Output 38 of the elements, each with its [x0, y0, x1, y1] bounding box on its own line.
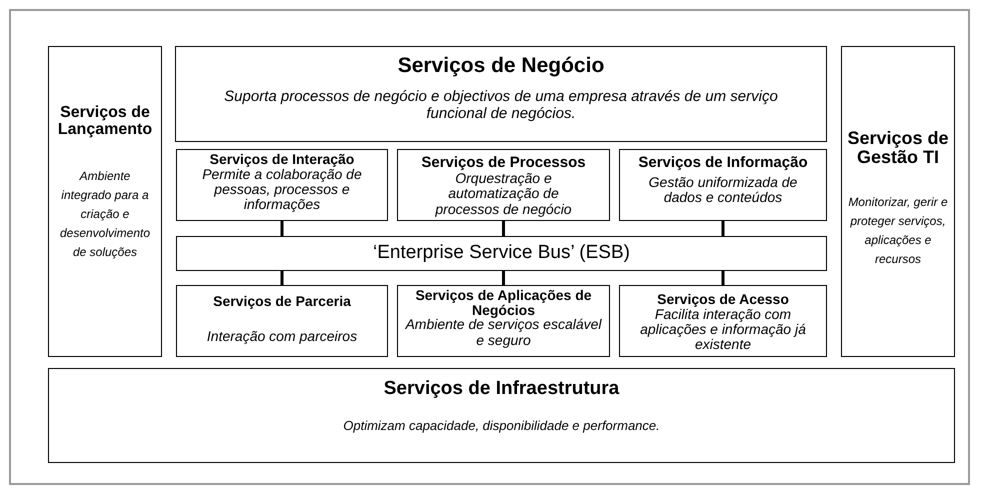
service-title: Serviços de Parceria	[212, 294, 352, 309]
service-description: Permite a colaboração de pessoas, processos e informações	[201, 166, 363, 213]
service-title: Serviços de Interação	[208, 152, 356, 167]
connector-line	[722, 221, 724, 236]
service-description: Suporta processos de negócio e objectivos de uma empresa através de um serviço funcional de negócios.	[223, 89, 779, 122]
service-box	[48, 46, 162, 357]
service-box	[841, 46, 955, 357]
service-title: Serviços de Informação	[637, 155, 809, 171]
service-title: Serviços de Acesso	[656, 292, 790, 307]
connector-line	[280, 271, 284, 285]
service-description: Facilita interação com aplicações e informação já existente	[639, 306, 807, 353]
service-title: Serviços de Negócio	[396, 55, 606, 78]
service-box	[176, 285, 388, 357]
service-description: Ambiente de serviços escalável e seguro	[404, 317, 603, 348]
service-description: Gestão uniformizada de dados e conteúdos	[648, 174, 798, 206]
connector-line	[502, 221, 505, 236]
service-box	[397, 285, 610, 357]
service-title: Serviços de Gestão TI	[846, 129, 950, 167]
service-box	[619, 149, 827, 221]
service-title: Serviços de Infraestrutura	[382, 379, 620, 399]
service-box	[175, 46, 827, 142]
service-box	[176, 149, 388, 221]
service-box	[397, 149, 610, 221]
connector-line	[722, 271, 724, 285]
service-title: Serviços de Lançamento	[56, 105, 154, 139]
bus-box	[176, 236, 827, 271]
service-box	[48, 368, 955, 463]
service-box	[619, 285, 827, 357]
service-description: Orquestração e automatização de processos de negócio	[435, 170, 573, 217]
connector-line	[280, 221, 284, 236]
service-description: Ambiente integrado para a criação e desenvolvimento de soluções	[58, 168, 152, 262]
connector-line	[502, 271, 505, 285]
service-description: Optimizam capacidade, disponibilidade e performance.	[342, 418, 661, 434]
service-title: Serviços de Processos	[420, 155, 587, 171]
service-description: Interação com parceiros	[206, 328, 358, 344]
service-description: Monitorizar, gerir e proteger serviços, aplicações e recursos	[847, 194, 949, 268]
service-title: Serviços de Aplicações de Negócios	[415, 288, 592, 318]
service-title: ‘Enterprise Service Bus’ (ESB)	[372, 243, 631, 264]
